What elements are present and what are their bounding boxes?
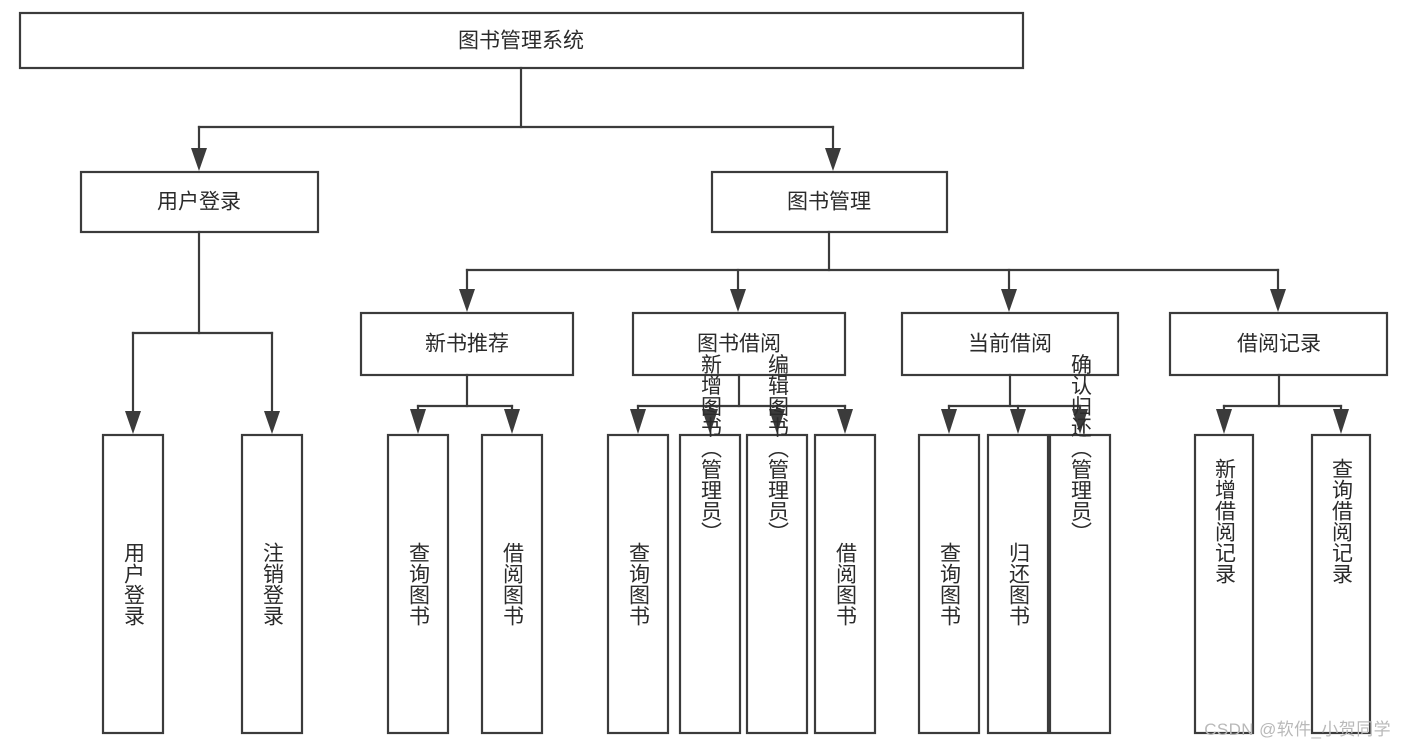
leaf-book-borrow-1[interactable]: 新增图书（管理员） [678,354,742,735]
node-root-box[interactable] [18,11,1025,70]
node-borrow-record-box[interactable] [1168,311,1389,377]
leaf-label: 新增借阅记录 [1213,458,1237,584]
arrow-icon [410,409,426,434]
leaf-label: 查询图书 [627,542,651,626]
leaf-label: 查询借阅记录 [1330,458,1354,584]
leaf-box[interactable] [1193,433,1255,735]
node-root-label: 图书管理系统 [458,30,584,53]
node-book-management[interactable]: 图书管理 [710,170,949,234]
leaf-book-borrow-2[interactable]: 编辑图书（管理员） [745,354,809,735]
arrow-icon [730,289,746,312]
leaf-box[interactable] [386,433,450,735]
node-current-borrow-label: 当前借阅 [968,333,1052,356]
arrow-icon [769,409,785,434]
leaf-current-borrow-1[interactable]: 归还图书 [986,433,1050,735]
arrow-icon [1270,289,1286,312]
leaf-current-borrow-0[interactable]: 查询图书 [917,433,981,735]
node-current-borrow-box[interactable] [900,311,1120,377]
node-borrow-record[interactable]: 借阅记录 [1168,311,1389,377]
leaf-label: 查询图书 [407,542,431,626]
leaf-label: 编辑图书（管理员） [766,354,790,543]
connector-root-to-level2 [191,66,841,171]
node-borrow-record-label: 借阅记录 [1237,333,1321,356]
arrow-icon [125,411,141,434]
connector-new-book-recommend-to-leaves [410,373,520,434]
arrow-icon [191,148,207,171]
leaf-box[interactable] [986,433,1050,735]
leaf-label: 注销登录 [261,542,285,626]
arrow-icon [702,409,718,434]
arrow-icon [264,411,280,434]
leaf-label: 确认归还（管理员） [1069,354,1093,543]
leaf-box[interactable] [606,433,670,735]
leaf-box[interactable] [1048,433,1112,735]
connector-borrow-record-to-leaves [1216,373,1349,434]
leaf-box[interactable] [745,433,809,735]
arrow-icon [1216,409,1232,434]
leaf-borrow-record-0[interactable]: 新增借阅记录 [1193,433,1255,735]
leaf-new-book-recommend-1[interactable]: 借阅图书 [480,433,544,735]
node-root[interactable]: 图书管理系统 [18,11,1025,70]
connector-current-borrow-to-leaves [941,373,1088,434]
node-new-book-recommend-label: 新书推荐 [425,333,509,356]
leaf-box[interactable] [813,433,877,735]
arrow-icon [630,409,646,434]
arrow-icon [1001,289,1017,312]
leaf-book-borrow-3[interactable]: 借阅图书 [813,433,877,735]
node-user-login[interactable]: 用户登录 [79,170,320,234]
arrow-icon [837,409,853,434]
connector-book-borrow-to-leaves [630,373,853,434]
arrow-icon [1072,409,1088,434]
node-book-management-label: 图书管理 [787,191,871,214]
leaf-borrow-record-1[interactable]: 查询借阅记录 [1310,433,1372,735]
leaf-box[interactable] [917,433,981,735]
leaf-box[interactable] [240,433,304,735]
leaf-user-login-0[interactable]: 用户登录 [101,433,165,735]
node-book-borrow[interactable]: 图书借阅 [631,311,847,377]
node-current-borrow[interactable]: 当前借阅 [900,311,1120,377]
arrow-icon [825,148,841,171]
leaf-book-borrow-0[interactable]: 查询图书 [606,433,670,735]
arrow-icon [459,289,475,312]
leaf-label: 查询图书 [938,542,962,626]
leaf-label: 新增图书（管理员） [699,354,723,543]
leaf-user-login-1[interactable]: 注销登录 [240,433,304,735]
node-book-borrow-label: 图书借阅 [697,333,781,356]
node-new-book-recommend[interactable]: 新书推荐 [359,311,575,377]
node-new-book-recommend-box[interactable] [359,311,575,377]
node-user-login-label: 用户登录 [157,191,241,214]
leaf-label: 借阅图书 [501,542,525,626]
arrow-icon [941,409,957,434]
leaf-label: 借阅图书 [834,542,858,626]
arrow-icon [504,409,520,434]
leaf-label: 归还图书 [1007,542,1031,626]
leaf-box[interactable] [678,433,742,735]
leaf-new-book-recommend-0[interactable]: 查询图书 [386,433,450,735]
leaf-current-borrow-2[interactable]: 确认归还（管理员） [1048,354,1112,735]
connector-book-management-to-level3 [459,230,1286,312]
leaf-label: 用户登录 [122,542,146,626]
arrow-icon [1333,409,1349,434]
arrow-icon [1010,409,1026,434]
leaf-box[interactable] [480,433,544,735]
leaf-box[interactable] [101,433,165,735]
connector-user-login-to-leaves [125,230,280,434]
node-user-login-box[interactable] [79,170,320,234]
leaf-box[interactable] [1310,433,1372,735]
